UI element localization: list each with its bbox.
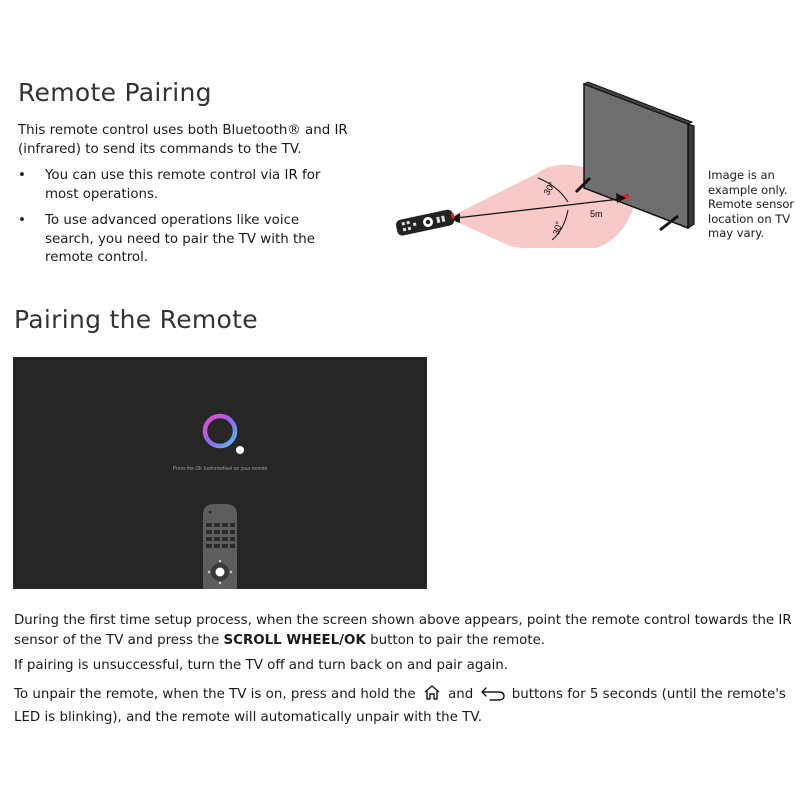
section-title-pairing-the-remote: Pairing the Remote bbox=[14, 305, 258, 334]
tv-side bbox=[687, 123, 695, 230]
remote-control-illustration bbox=[395, 209, 455, 236]
arrow-head-left bbox=[450, 213, 460, 223]
section-title-remote-pairing: Remote Pairing bbox=[18, 78, 212, 107]
p1-text-before: During the first time setup process, whe… bbox=[14, 613, 792, 648]
p3-text-before: To unpair the remote, when the TV is on,… bbox=[14, 687, 420, 702]
bullet-list: • You can use this remote control via IR… bbox=[18, 167, 348, 276]
home-icon bbox=[422, 684, 442, 708]
remote-illustration bbox=[203, 504, 237, 589]
tv-bezel-top bbox=[582, 81, 694, 125]
angle-label-lower: 30° bbox=[551, 220, 564, 236]
remote-range-diagram: 30° 30° 5m bbox=[395, 81, 695, 248]
diagram-note: Image is an example only. Remote sensor … bbox=[708, 168, 795, 241]
tv-foot-right bbox=[659, 214, 679, 232]
p3-text-after: buttons for 5 seconds (until the remote'… bbox=[14, 687, 786, 725]
scroll-wheel-ok-label: SCROLL WHEEL/OK bbox=[223, 632, 366, 648]
tv-pairing-screen: Press the OK button/wheel on your remote bbox=[13, 357, 427, 589]
instruction-paragraph-setup: During the first time setup process, whe… bbox=[14, 611, 794, 650]
pairing-message: Press the OK button/wheel on your remote bbox=[173, 466, 268, 472]
p3-text-mid: and bbox=[443, 687, 478, 702]
bullet-dot: • bbox=[18, 168, 26, 183]
p1-text-after: button to pair the remote. bbox=[365, 632, 546, 648]
tv-foot-left bbox=[574, 176, 592, 194]
distance-label: 5m bbox=[590, 209, 603, 219]
bullet-text: To use advanced operations like voice se… bbox=[45, 213, 315, 265]
bullet-item: • You can use this remote control via IR… bbox=[18, 167, 348, 204]
intro-text: This remote control uses both Bluetooth®… bbox=[18, 123, 348, 157]
bullet-text: You can use this remote control via IR f… bbox=[45, 168, 321, 202]
loading-ring bbox=[202, 413, 238, 449]
bullet-item: • To use advanced operations like voice … bbox=[18, 212, 348, 268]
arrow-head-right bbox=[616, 193, 626, 203]
instruction-paragraph-retry: If pairing is unsuccessful, turn the TV … bbox=[14, 658, 509, 673]
back-icon bbox=[480, 686, 506, 708]
distance-line bbox=[455, 198, 621, 219]
angle-arc-upper bbox=[537, 177, 569, 203]
bullet-dot: • bbox=[18, 213, 26, 228]
angle-arc-lower bbox=[551, 209, 569, 241]
instruction-paragraph-unpair: To unpair the remote, when the TV is on,… bbox=[14, 684, 794, 727]
loading-dot bbox=[236, 446, 244, 454]
pairing-screen-graphic: Press the OK button/wheel on your remote bbox=[173, 413, 268, 589]
